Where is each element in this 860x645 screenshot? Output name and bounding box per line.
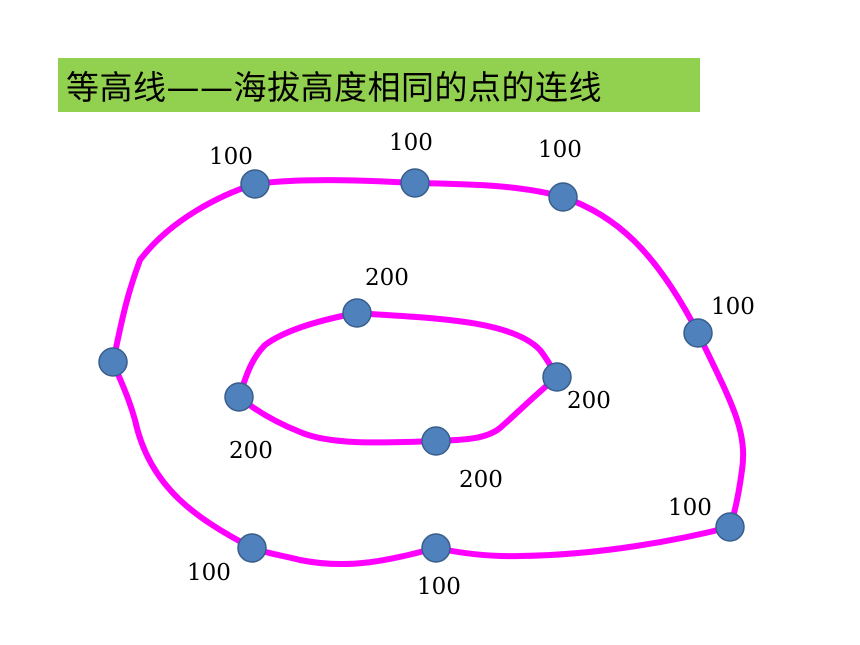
outer-point-8 bbox=[98, 347, 128, 377]
inner-contour-points bbox=[224, 298, 572, 456]
outer-point-6 bbox=[421, 533, 451, 563]
outer-contour-line bbox=[110, 177, 747, 568]
outer-label-2: 100 bbox=[389, 130, 433, 156]
inner-point-3 bbox=[421, 426, 451, 456]
outer-contour-labels: 100 100 100 100 100 100 100 bbox=[187, 130, 755, 600]
inner-label-4: 200 bbox=[229, 438, 273, 464]
outer-label-7: 100 bbox=[187, 560, 231, 586]
outer-label-6: 100 bbox=[417, 574, 461, 600]
outer-point-7 bbox=[237, 533, 267, 563]
inner-label-2: 200 bbox=[567, 388, 611, 414]
inner-point-1 bbox=[342, 298, 372, 328]
outer-point-4 bbox=[683, 318, 713, 348]
outer-label-5: 100 bbox=[668, 495, 712, 521]
outer-label-3: 100 bbox=[538, 137, 582, 163]
inner-contour-labels: 200 200 200 200 bbox=[229, 265, 611, 493]
title-banner: 等高线——海拔高度相同的点的连线 bbox=[58, 58, 700, 112]
inner-contour-line bbox=[236, 310, 560, 446]
inner-point-2 bbox=[542, 362, 572, 392]
outer-point-3 bbox=[548, 182, 578, 212]
outer-label-1: 100 bbox=[209, 144, 253, 170]
inner-label-1: 200 bbox=[365, 265, 409, 291]
page-title: 等高线——海拔高度相同的点的连线 bbox=[66, 68, 602, 107]
outer-point-2 bbox=[400, 168, 430, 198]
inner-point-4 bbox=[224, 382, 254, 412]
outer-point-1 bbox=[240, 169, 270, 199]
outer-point-5 bbox=[715, 512, 745, 542]
inner-label-3: 200 bbox=[459, 467, 503, 493]
outer-label-4: 100 bbox=[711, 294, 755, 320]
outer-contour-points bbox=[98, 168, 745, 563]
